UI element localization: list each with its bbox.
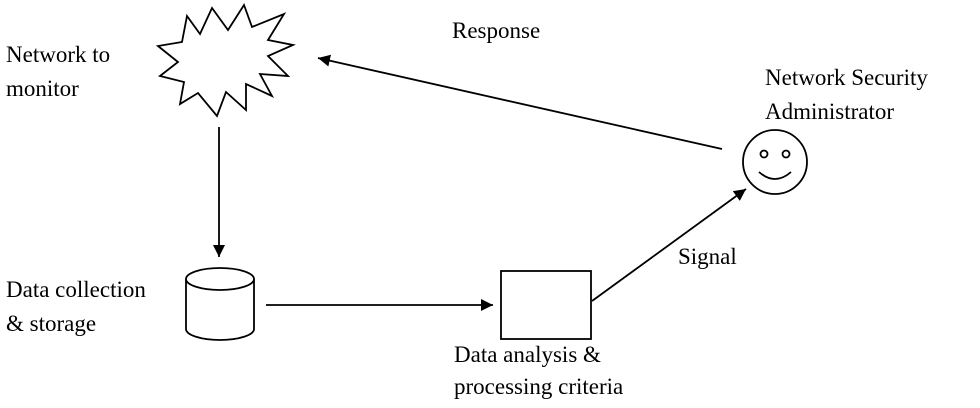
admin-label-line-2: Administrator xyxy=(765,99,895,124)
arrow-response xyxy=(317,54,723,150)
analysis-label-line-2: processing criteria xyxy=(454,374,624,399)
signal-label: Signal xyxy=(678,244,737,269)
network-label-line-1: Network to xyxy=(6,42,111,67)
storage-label-line-2: & storage xyxy=(6,311,97,336)
analysis-label-line-1: Data analysis & xyxy=(454,342,601,367)
network-label-line-2: monitor xyxy=(6,76,79,101)
response-label: Response xyxy=(452,18,541,43)
admin-label-line-1: Network Security xyxy=(765,65,928,90)
storage-label-line-1: Data collection xyxy=(6,277,146,302)
storage-cylinder-icon xyxy=(185,267,255,341)
arrow-signal xyxy=(591,188,747,302)
network-starburst-icon xyxy=(155,2,296,118)
admin-smiley-icon xyxy=(742,129,808,195)
analysis-box xyxy=(500,270,592,340)
